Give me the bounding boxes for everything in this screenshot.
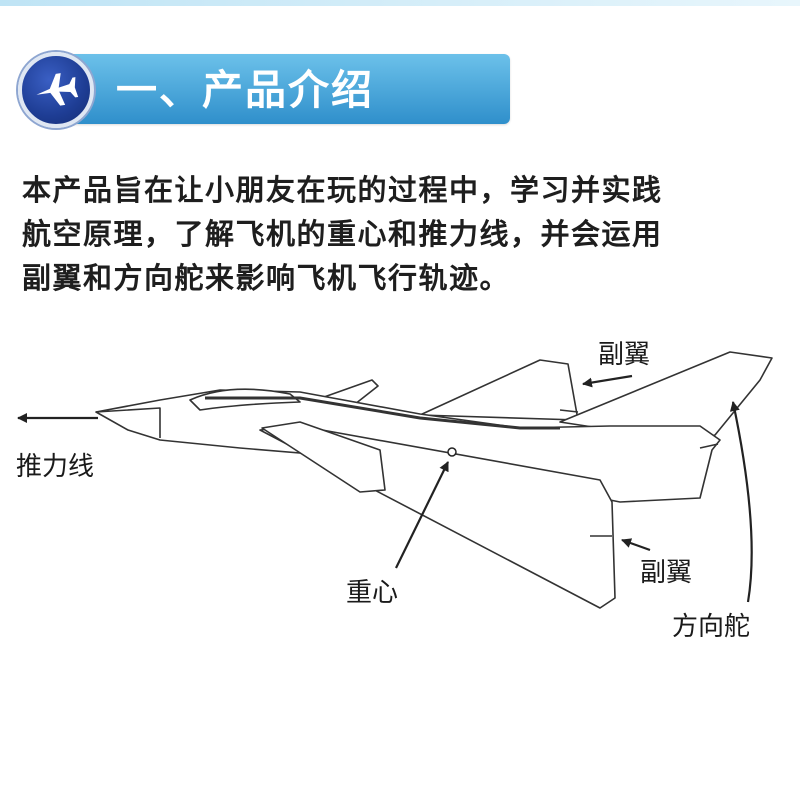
- section-header-bar: [52, 54, 510, 124]
- center-of-gravity-point: [447, 447, 457, 457]
- cg-arrow: [395, 461, 449, 569]
- label-aileron-bottom: 副翼: [640, 558, 693, 588]
- spine-ridge: [205, 396, 560, 430]
- label-thrust-line: 推力线: [16, 452, 95, 482]
- label-rudder: 方向舵: [672, 612, 751, 642]
- nose-cone: [95, 407, 161, 438]
- intro-line: 本产品旨在让小朋友在玩的过程中，学习并实践: [22, 173, 663, 207]
- airplane-icon: [36, 73, 79, 106]
- intro-line: 副翼和方向舵来影响飞机飞行轨迹。: [22, 261, 511, 295]
- canopy: [189, 388, 301, 411]
- airplane-drawing: [17, 351, 773, 609]
- air-intake: [261, 421, 386, 493]
- aileron-bottom-arrow: [621, 538, 651, 552]
- label-aileron-top: 副翼: [598, 340, 651, 370]
- intro-line: 航空原理，了解飞机的重心和推力线，并会运用: [22, 217, 663, 251]
- aileron-top-arrow: [582, 374, 633, 388]
- label-center-of-gravity: 重心: [346, 578, 399, 608]
- top-strip: [0, 0, 800, 6]
- section-header: 一、产品介绍: [18, 52, 510, 128]
- upper-wing: [419, 359, 579, 421]
- rudder-arrow: [729, 401, 753, 603]
- airplane-diagram: 副翼 推力线 重心 副翼 方向舵: [0, 330, 800, 800]
- intro-paragraph: 本产品旨在让小朋友在玩的过程中，学习并实践 航空原理，了解飞机的重心和推力线，并…: [22, 168, 782, 300]
- section-title: 一、产品介绍: [116, 66, 374, 114]
- airplane-badge: [18, 52, 94, 128]
